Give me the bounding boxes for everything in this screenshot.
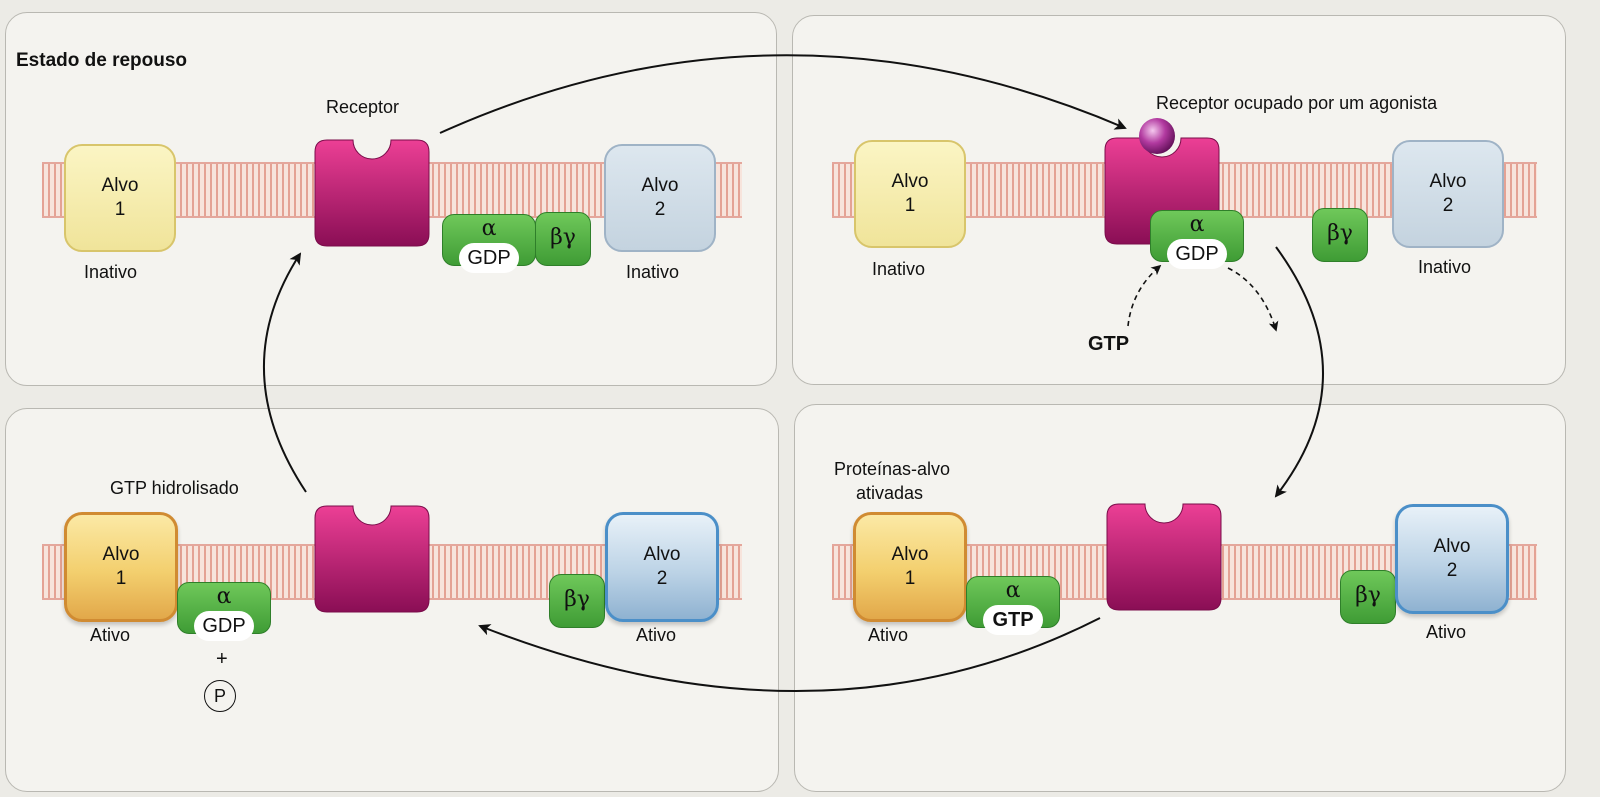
- agonist-receptor-label: Receptor ocupado por um agonista: [1156, 93, 1438, 113]
- receptor: [314, 139, 430, 247]
- heading-resting-state: Estado de repouso: [16, 50, 188, 71]
- alpha-symbol: α: [216, 584, 232, 609]
- g-betagamma-subunit: βγ: [1340, 570, 1396, 624]
- alpha-symbol: α: [1189, 212, 1205, 237]
- target-2-state: Inativo: [626, 262, 680, 282]
- target-1-number: 1: [904, 195, 916, 216]
- target-2-name: Alvo: [1433, 536, 1471, 558]
- target-1-name: Alvo: [891, 171, 929, 193]
- target-1-box: Alvo 1: [64, 144, 176, 252]
- target-2-name: Alvo: [1429, 171, 1467, 193]
- activated-targets-heading-line2: ativadas: [856, 483, 924, 503]
- alpha-nucleotide: GDP: [194, 611, 254, 641]
- alpha-nucleotide: GTP: [983, 605, 1043, 635]
- target-2-name: Alvo: [641, 175, 679, 197]
- g-betagamma-subunit: βγ: [549, 574, 605, 628]
- arrow-bottom-return: [478, 617, 1101, 692]
- target-2-state: Ativo: [636, 625, 677, 645]
- alpha-nucleotide: GDP: [1167, 239, 1227, 269]
- g-alpha-subunit: α GDP: [177, 582, 271, 641]
- target-1-state: Inativo: [84, 262, 138, 282]
- target-1-state: Ativo: [868, 625, 909, 645]
- target-2-state: Ativo: [1426, 622, 1467, 642]
- arrow-gdp-out: [1227, 267, 1279, 332]
- plus-sign: +: [216, 648, 228, 670]
- target-2-box-active: Alvo 2: [605, 512, 719, 622]
- target-1-name: Alvo: [891, 544, 929, 566]
- incoming-gtp-label: GTP: [1088, 333, 1130, 355]
- target-2-number: 2: [1446, 560, 1458, 581]
- target-1-box: Alvo 1: [854, 140, 966, 248]
- g-alpha-subunit: α GDP: [442, 214, 536, 273]
- target-1-number: 1: [114, 199, 126, 220]
- target-2-state: Inativo: [1418, 257, 1472, 277]
- receptor: [1106, 503, 1222, 611]
- gtp-hydrolysed-heading: GTP hidrolisado: [110, 478, 239, 498]
- target-1-state: Inativo: [872, 259, 926, 279]
- target-1-number: 1: [904, 568, 916, 589]
- agonist-ball-icon: [1139, 118, 1175, 154]
- target-2-name: Alvo: [643, 544, 681, 566]
- target-2-number: 2: [654, 199, 666, 220]
- target-2-box: Alvo 2: [604, 144, 716, 252]
- arrow-up-left: [262, 252, 307, 493]
- g-alpha-subunit-gtp: α GTP: [966, 576, 1060, 635]
- phosphate-icon: P: [204, 680, 236, 712]
- target-2-number: 2: [656, 568, 668, 589]
- target-2-box: Alvo 2: [1392, 140, 1504, 248]
- target-2-box-active: Alvo 2: [1395, 504, 1509, 614]
- target-1-box-active: Alvo 1: [853, 512, 967, 622]
- g-betagamma-subunit: βγ: [1312, 208, 1368, 262]
- g-alpha-subunit: α GDP: [1150, 210, 1244, 269]
- arrow-gtp-in: [1127, 264, 1162, 327]
- arrow-receptor-to-agonist: [439, 54, 1127, 134]
- target-2-number: 2: [1442, 195, 1454, 216]
- activated-targets-heading-line1: Proteínas-alvo: [834, 459, 951, 479]
- g-betagamma-subunit: βγ: [535, 212, 591, 266]
- arrow-down-right: [1274, 246, 1324, 498]
- phosphate-symbol: P: [213, 686, 226, 706]
- alpha-symbol: α: [1005, 578, 1021, 603]
- receptor: [314, 505, 430, 613]
- alpha-symbol: α: [481, 216, 497, 241]
- target-1-state: Ativo: [90, 625, 131, 645]
- target-1-name: Alvo: [101, 175, 139, 197]
- target-1-name: Alvo: [102, 544, 140, 566]
- receptor-label: Receptor: [326, 97, 400, 117]
- target-1-number: 1: [115, 568, 127, 589]
- target-1-box-active: Alvo 1: [64, 512, 178, 622]
- alpha-nucleotide: GDP: [459, 243, 519, 273]
